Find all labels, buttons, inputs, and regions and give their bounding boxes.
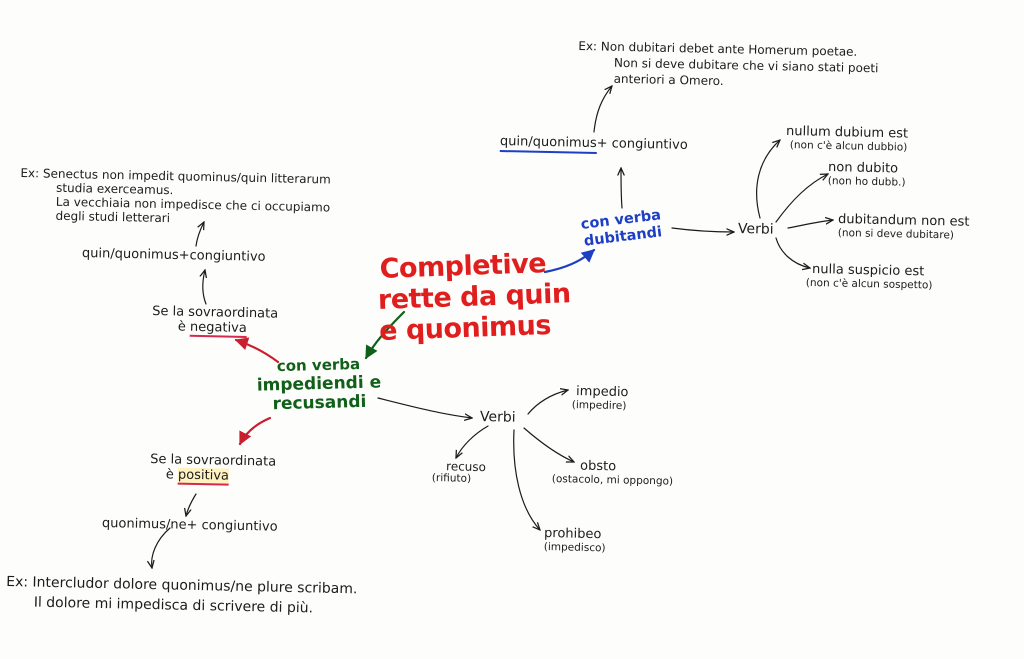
negative-condition-verb: è [177, 319, 186, 335]
dubitandi-verb-1: nullum dubium est (non c'è alcun dubbio) [786, 124, 908, 154]
arrow-title-to-impediendi [364, 310, 406, 360]
dubitandi-verb-1-translation: (non c'è alcun dubbio) [789, 139, 908, 154]
positive-keyword: positiva [177, 467, 230, 486]
arrow-negative-to-construction [203, 270, 206, 305]
negative-condition-line-2: è negativa [152, 319, 278, 338]
negative-keyword: negativa [189, 319, 247, 338]
impediendi-verb-1-latin: impedio [575, 384, 629, 401]
arrow-impediendi-to-positive [238, 416, 272, 446]
impediendi-verb-3: obsto (ostacolo, mi oppongo) [552, 458, 674, 488]
impediendi-verb-4-latin: prohibeo [543, 526, 602, 543]
central-title: Completive rette da quin e quonimus [376, 248, 571, 347]
impediendi-verb-2-latin: recuso [445, 459, 487, 475]
arrow-verbi-dub-4 [775, 237, 810, 268]
impediendi-verbi-label: Verbi [479, 409, 516, 426]
negative-condition-line-1: Se la sovraordinata [152, 304, 279, 322]
arrow-pos-construction-to-example [152, 527, 171, 568]
arrow-verbi-dub-3 [787, 220, 833, 229]
arrow-neg-construction-to-example [195, 222, 204, 247]
arrow-title-to-dubitandi [543, 248, 596, 274]
arrow-impediendi-to-negative [234, 337, 280, 364]
positive-construction-main: quonimus [101, 516, 167, 533]
arrow-verbi-imp-2 [456, 425, 489, 458]
impediendi-label-line-3: recusandi [272, 391, 367, 415]
arrow-dubitandi-to-verbi [671, 227, 734, 232]
arrow-dubitandi-to-construction [621, 168, 622, 209]
dubitandi-construction-suffix: + congiuntivo [596, 136, 688, 153]
positive-construction-suffix: /ne+ congiuntivo [165, 517, 278, 535]
impediendi-verb-4-translation: (impedisco) [543, 540, 606, 555]
dubitandi-verbi-label: Verbi [737, 221, 774, 238]
positive-example: Ex: Intercludor dolore quonimus/ne plure… [6, 572, 358, 619]
dubitandi-verb-2-translation: (non ho dubb.) [827, 174, 906, 189]
dubitandi-construction-main: quin/quonimus [499, 134, 597, 155]
impediendi-verb-4: prohibeo (impedisco) [544, 526, 606, 554]
impediendi-verb-2: recuso (rifiuto) [432, 459, 487, 485]
arrow-verbi-imp-1 [527, 390, 568, 415]
arrow-verbi-dub-2 [775, 174, 828, 223]
positive-condition-verb: è [165, 467, 174, 483]
arrow-verbi-imp-3 [523, 427, 574, 462]
impediendi-verb-1-translation: (impedire) [571, 398, 627, 413]
dubitandi-example: Ex: Non dubitari debet ante Homerum poet… [577, 38, 878, 92]
dubitandi-verb-2: non dubito (non ho dubb.) [828, 160, 906, 189]
impediendi-verb-3-translation: (ostacolo, mi oppongo) [551, 472, 674, 488]
arrow-impediendi-to-verbi [377, 397, 472, 418]
impediendi-verb-1: impedio (impedire) [572, 384, 629, 412]
positive-condition-line-2: è positiva [150, 467, 276, 486]
positive-condition: Se la sovraordinata è positiva [150, 452, 276, 486]
arrow-verbi-dub-1 [756, 140, 780, 219]
negative-example: Ex: Senectus non impedit quominus/quin l… [19, 166, 331, 228]
arrow-construction-to-example [593, 86, 612, 133]
arrow-verbi-imp-4 [513, 429, 540, 530]
negative-condition: Se la sovraordinata è negativa [152, 304, 279, 338]
dubitandi-construction: quin/quonimus+ congiuntivo [499, 134, 688, 155]
arrow-positive-to-construction [186, 493, 197, 516]
impediendi-label: con verba impediendi e recusandi [243, 354, 394, 415]
title-line-3: e quonimus [378, 309, 552, 347]
dubitandi-verb-2-latin: non dubito [827, 160, 899, 177]
dubitandi-verb-3: dubitandum non est (non si deve dubitare… [838, 212, 970, 242]
dubitandi-verb-4: nulla suspicio est (non c'è alcun sospet… [806, 262, 933, 292]
